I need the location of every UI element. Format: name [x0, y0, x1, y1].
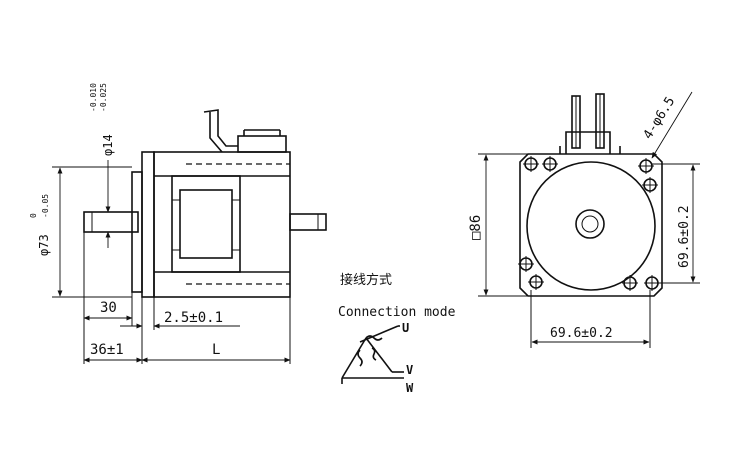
mounting-hole-top-right: [638, 158, 658, 193]
terminal-u: U: [402, 321, 409, 335]
motor-shaft-front: [83, 211, 139, 233]
flange-thickness-dimension: 2.5±0.1: [120, 310, 240, 329]
motor-body: [153, 151, 291, 298]
shaft-tolerance-upper: -0.010: [89, 83, 98, 112]
pilot-diameter-label: φ73: [37, 234, 51, 256]
cable-leads: [559, 93, 621, 154]
mounting-hole-top-left: [523, 156, 558, 172]
square-flange: [519, 153, 663, 297]
connection-title-cn: 接线方式: [340, 272, 392, 288]
connection-title-en: Connection mode: [338, 305, 456, 320]
shaft-diameter-label: φ14: [101, 134, 115, 156]
terminal-v: V: [406, 363, 413, 377]
flange-thickness-label: 2.5±0.1: [164, 310, 223, 326]
hole-spacing-horizontal-dimension: 69.6±0.2: [530, 290, 651, 348]
hole-spacing-vertical-dimension: 69.6±0.2: [652, 163, 700, 284]
shaft-diameter-dimension: φ14 -0.010 -0.025: [89, 83, 115, 248]
terminal-w: W: [406, 381, 414, 395]
mounting-hole-bottom-left: [518, 256, 544, 290]
overall-length-dimension: 36±1 L: [83, 342, 291, 363]
pilot-tolerance-lower: -0.05: [41, 194, 50, 218]
hole-spacing-horizontal-label: 69.6±0.2: [550, 326, 613, 341]
front-view: □86 69.6±0.2 69.6±0.2 4-φ6.5: [468, 91, 700, 348]
body-circle: [526, 161, 656, 291]
mounting-holes-leader: 4-φ6.5: [641, 91, 693, 159]
star-connection-symbol: [341, 325, 404, 384]
cable-connector: [203, 109, 287, 153]
pilot-diameter-dimension: φ73 0 -0.05: [29, 166, 132, 298]
flange-size-label: □86: [468, 215, 484, 240]
mounting-holes-label: 4-φ6.5: [641, 94, 679, 142]
shaft-length-dimension: 30: [83, 300, 133, 321]
flange-size-dimension: □86: [468, 153, 528, 297]
side-view: φ14 -0.010 -0.025 φ73 0 -0.05 30 2.5±: [29, 83, 327, 364]
motor-shaft-rear: [289, 213, 327, 231]
shaft-length-label: 30: [100, 300, 117, 316]
hole-spacing-vertical-label: 69.6±0.2: [677, 205, 692, 268]
front-flange: [141, 151, 155, 298]
connection-mode: 接线方式 Connection mode U V W: [338, 272, 456, 395]
pilot-tolerance-upper: 0: [29, 213, 38, 218]
boss-length-label: 36±1: [90, 342, 124, 358]
body-length-label: L: [212, 342, 220, 358]
shaft-circle: [575, 209, 605, 239]
shaft-tolerance-lower: -0.025: [99, 83, 108, 112]
